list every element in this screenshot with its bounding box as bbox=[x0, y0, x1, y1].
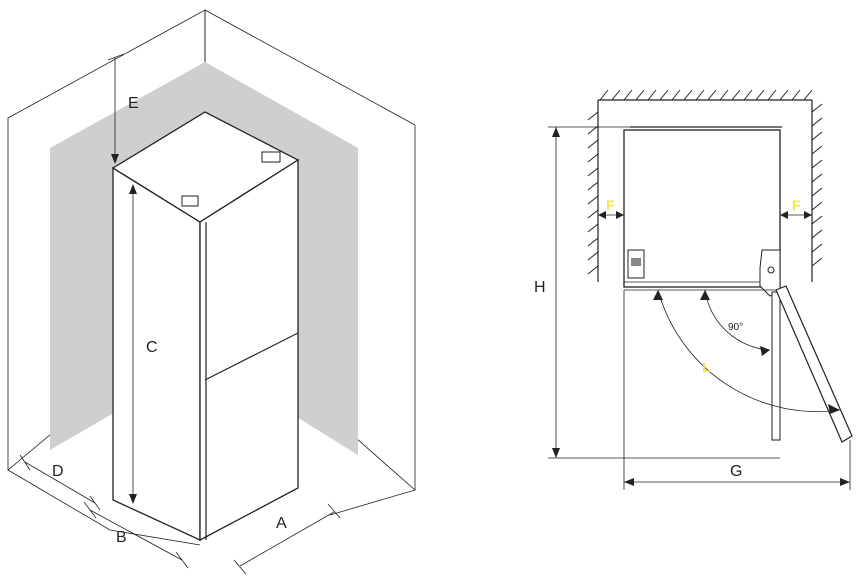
top-view-door-swing: 90° L F F H G bbox=[534, 89, 853, 490]
label-e: E bbox=[128, 95, 139, 112]
floor-edge-right bbox=[329, 489, 416, 516]
label-b: B bbox=[116, 529, 127, 546]
label-l: L bbox=[702, 359, 711, 375]
label-a: A bbox=[276, 515, 287, 532]
fridge-door bbox=[199, 158, 299, 542]
label-c: C bbox=[146, 339, 158, 356]
label-angle: 90° bbox=[728, 322, 743, 333]
dim-b-line bbox=[89, 509, 183, 561]
isometric-fridge-view: C E D B A bbox=[7, 9, 416, 575]
door-open-wide bbox=[775, 285, 853, 443]
door-90 bbox=[771, 291, 781, 441]
label-f-right: F bbox=[792, 197, 801, 213]
label-g: G bbox=[730, 463, 742, 480]
label-d: D bbox=[52, 463, 64, 480]
floor-edge-left bbox=[7, 469, 201, 546]
hinge-top-right bbox=[261, 151, 281, 163]
dim-a-line bbox=[239, 511, 335, 567]
label-f-left: F bbox=[606, 197, 615, 213]
hinge-top-left bbox=[181, 195, 199, 207]
fridge-top-view bbox=[623, 129, 781, 288]
door-split-line bbox=[204, 332, 299, 381]
swing-arc-l bbox=[657, 289, 841, 412]
dim-d-line bbox=[24, 461, 96, 504]
swing-arc-90 bbox=[704, 289, 771, 351]
label-h: H bbox=[534, 279, 546, 296]
